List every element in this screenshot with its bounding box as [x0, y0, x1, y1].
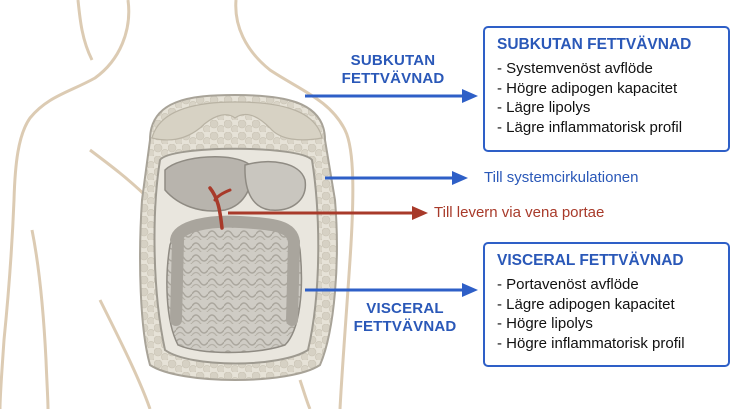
visceral-info-box: VISCERAL FETTVÄVNAD - Portavenöst avflöd… [483, 242, 730, 367]
visceral-item-2: - Lägre adipogen kapacitet [497, 295, 675, 313]
subcutaneous-item-2: - Högre adipogen kapacitet [497, 79, 678, 97]
visceral-box-title: VISCERAL FETTVÄVNAD [497, 252, 684, 269]
visceral-arrowhead [462, 283, 478, 297]
subcutaneous-item-1: - Systemvenöst avflöde [497, 60, 653, 77]
visceral-side-label: VISCERAL FETTVÄVNAD [350, 300, 460, 336]
subcutaneous-info-box: SUBKUTAN FETTVÄVNAD - Systemvenöst avflö… [483, 26, 730, 152]
circulation-label: Till systemcirkulationen [484, 169, 639, 186]
subcutaneous-box-title: SUBKUTAN FETTVÄVNAD [497, 36, 692, 53]
visceral-side-label-line1: VISCERAL [366, 300, 444, 317]
circulation-arrowhead [452, 171, 468, 185]
visceral-item-3: - Högre lipolys [497, 315, 593, 332]
subcutaneous-item-3: - Lägre lipolys [497, 99, 591, 116]
subcutaneous-item-4: - Lägre inflammatorisk profil [497, 118, 683, 136]
abdomen-section [139, 93, 338, 381]
portal-label: Till levern via vena portae [434, 204, 605, 221]
body-outline [0, 0, 355, 409]
arrows [228, 89, 478, 297]
subcutaneous-side-label: SUBKUTAN FETTVÄVNAD [338, 52, 448, 88]
subcutaneous-arrowhead [462, 89, 478, 103]
subcutaneous-side-label-line2: FETTVÄVNAD [341, 70, 445, 87]
portal-arrowhead [412, 206, 428, 220]
visceral-item-1: - Portavenöst avflöde [497, 276, 639, 293]
visceral-side-label-line2: FETTVÄVNAD [353, 318, 457, 335]
subcutaneous-side-label-line1: SUBKUTAN [350, 52, 436, 69]
visceral-item-4: - Högre inflammatorisk profil [497, 334, 685, 352]
